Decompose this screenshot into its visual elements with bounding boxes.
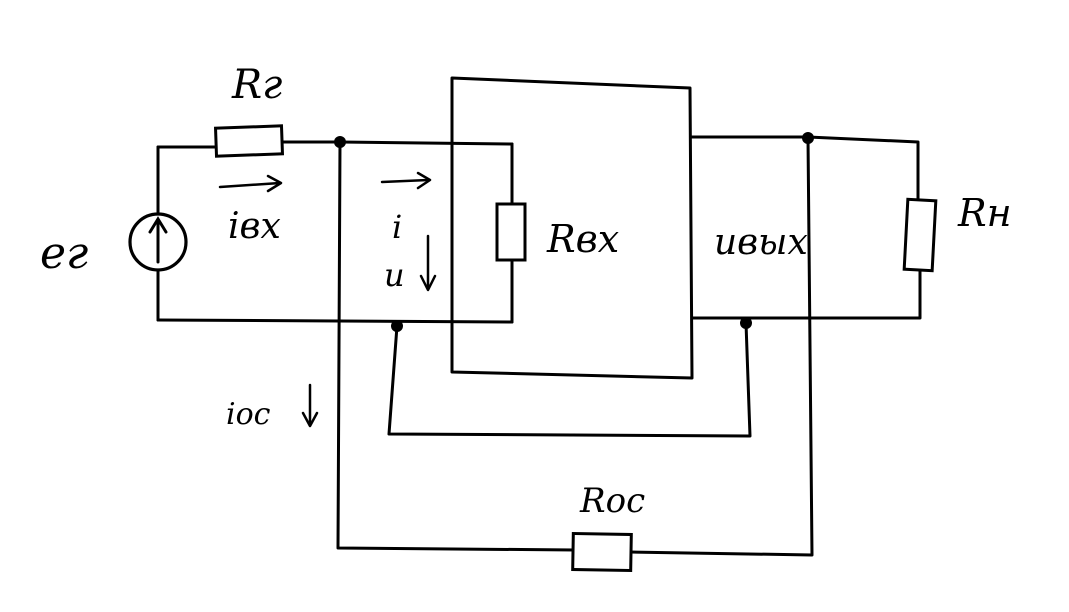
label-voltage: u bbox=[384, 256, 405, 294]
amplifier-box bbox=[450, 76, 694, 380]
resistor-r-feedback bbox=[571, 531, 633, 573]
voltage-arrow-icon bbox=[419, 234, 437, 292]
wire-common-loop bbox=[387, 321, 752, 438]
label-current: i bbox=[392, 208, 402, 246]
label-source-emf: eг bbox=[40, 228, 88, 279]
label-load-resistor: Rн bbox=[957, 191, 1012, 235]
label-input-resistance: Rвх bbox=[546, 217, 619, 261]
label-source-resistor: Rг bbox=[231, 62, 282, 108]
wire-feedback-right bbox=[628, 136, 814, 557]
label-input-current: iвх bbox=[228, 206, 281, 247]
resistor-r-in bbox=[495, 202, 527, 262]
feedback-current-arrow-icon bbox=[301, 383, 319, 428]
resistor-r-load bbox=[902, 197, 938, 273]
wire-output-top bbox=[690, 135, 920, 202]
current-arrow-icon bbox=[380, 171, 432, 190]
generator-arrow-icon bbox=[148, 216, 168, 264]
wire-feedback-left bbox=[336, 140, 577, 552]
label-feedback-current: iос bbox=[226, 397, 271, 432]
wire-bottom-left bbox=[156, 318, 514, 324]
label-output-voltage: uвых bbox=[714, 222, 808, 263]
resistor-r-g bbox=[213, 124, 285, 158]
wire-output-bottom bbox=[690, 268, 922, 320]
label-feedback-resistor: Rос bbox=[579, 481, 645, 521]
input-current-arrow-icon bbox=[218, 174, 283, 193]
